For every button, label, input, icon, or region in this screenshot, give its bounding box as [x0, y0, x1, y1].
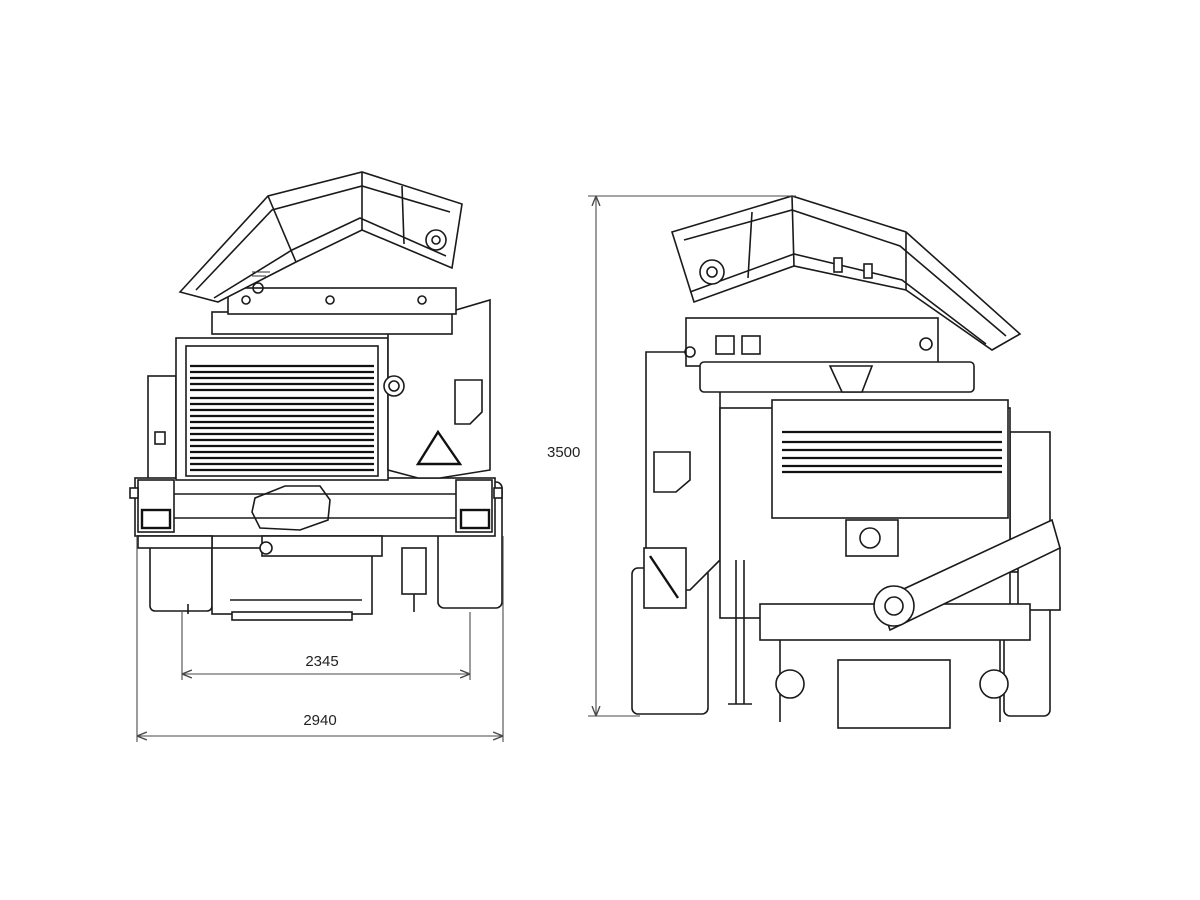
height-dimension: 3500	[547, 195, 796, 717]
width-dimensions: 2345 2940	[136, 536, 504, 742]
warning-triangle	[415, 429, 463, 466]
side-frame	[387, 298, 491, 479]
front-bottom-box	[837, 659, 951, 729]
front-conveyor-arch	[670, 195, 1022, 351]
inner-width-label: 2345	[305, 653, 338, 670]
drive-pulley	[873, 585, 915, 627]
lower-chassis	[211, 547, 373, 615]
outer-width-label: 2940	[303, 712, 336, 729]
rear-view-drawing	[129, 171, 503, 621]
front-grille-slats	[782, 430, 1002, 474]
conveyor-support-plate	[227, 287, 457, 315]
height-label: 3500	[547, 444, 580, 461]
front-view-drawing	[631, 195, 1061, 729]
radiator-slats	[190, 364, 374, 472]
